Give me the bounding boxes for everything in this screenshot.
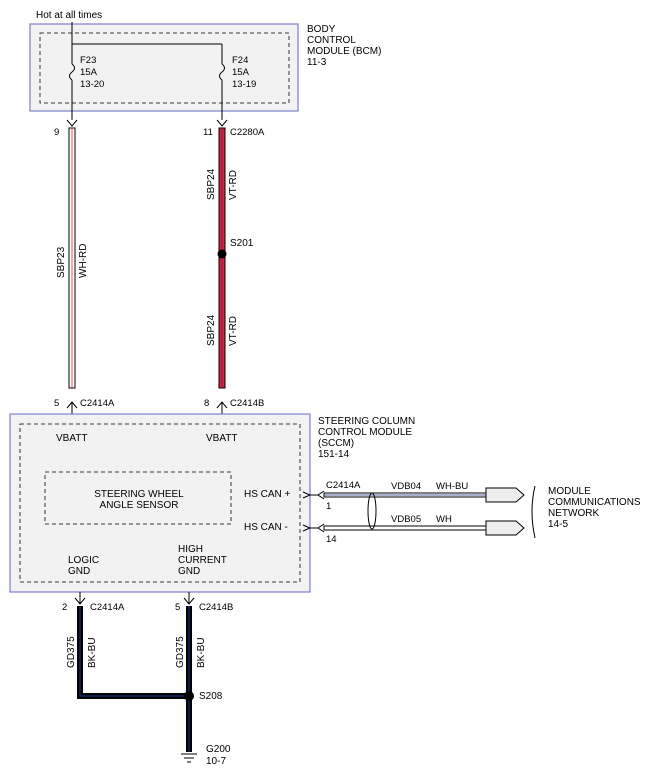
sbp24-color-label-lower: VT-RD xyxy=(228,316,239,346)
c2414a-top-label: C2414A xyxy=(80,398,115,409)
power-bus xyxy=(71,22,223,64)
c2414b-bottom-pin: 5 xyxy=(175,602,180,613)
ground-symbol-g200 xyxy=(181,753,197,763)
module-communications-network-label: MODULE COMMUNICATIONS NETWORK 14-5 xyxy=(548,486,641,530)
fuse-f23: F23 15A 13-20 xyxy=(69,55,104,120)
splice-s201 xyxy=(217,249,227,259)
svg-text:MODULE: MODULE xyxy=(548,486,591,497)
connector-c2414a-bottom xyxy=(74,592,86,605)
svg-text:GND: GND xyxy=(178,566,200,577)
vdb05-color-label: WH xyxy=(436,514,452,525)
c2280a-pin: 11 xyxy=(203,127,213,138)
fuse-f24: F24 15A 13-19 xyxy=(219,55,256,120)
sccm-module xyxy=(9,413,311,593)
sbp24-color-label-upper: VT-RD xyxy=(228,170,239,200)
c2414a-bottom-label: C2414A xyxy=(90,602,125,613)
sbp23-circuit-label: SBP23 xyxy=(56,246,67,278)
hot-at-all-times-label: Hot at all times xyxy=(36,10,102,21)
gd375-color-label-right: BK-BU xyxy=(196,637,207,668)
bcm-left-pin: 9 xyxy=(54,127,59,138)
ground-g200-label: G200 xyxy=(206,744,231,755)
vbatt-left-label: VBATT xyxy=(56,433,87,444)
svg-text:151-14: 151-14 xyxy=(318,449,350,460)
svg-text:GND: GND xyxy=(68,566,90,577)
svg-text:BODY: BODY xyxy=(307,24,336,35)
c2414b-top-label: C2414B xyxy=(230,398,264,409)
gd375-color-label-left: BK-BU xyxy=(87,637,98,668)
wire-sbp23 xyxy=(68,127,76,389)
gd375-circuit-label-right: GD375 xyxy=(175,636,186,668)
connector-c2280a xyxy=(216,119,228,127)
connector-c2414b-bottom xyxy=(183,592,195,605)
svg-text:CONTROL: CONTROL xyxy=(307,35,356,46)
vdb04-color-label: WH-BU xyxy=(436,481,468,492)
network-connector-minus xyxy=(485,520,525,536)
svg-text:13-19: 13-19 xyxy=(232,79,256,90)
splice-s208-label: S208 xyxy=(199,691,223,702)
svg-text:COMMUNICATIONS: COMMUNICATIONS xyxy=(548,497,641,508)
svg-text:MODULE (BCM): MODULE (BCM) xyxy=(307,46,381,57)
svg-text:14-5: 14-5 xyxy=(548,519,568,530)
steering-wheel-angle-sensor: STEERING WHEEL ANGLE SENSOR xyxy=(94,489,184,511)
svg-text:ANGLE SENSOR: ANGLE SENSOR xyxy=(100,500,179,511)
bcm-label: BODY CONTROL MODULE (BCM) 11-3 xyxy=(307,24,381,68)
wire-gd375-logic xyxy=(77,606,189,699)
svg-text:LOGIC: LOGIC xyxy=(68,555,99,566)
high-current-gnd-label: HIGH CURRENT GND xyxy=(178,544,227,577)
gd375-circuit-label-left: GD375 xyxy=(66,636,77,668)
can-bus xyxy=(302,490,487,533)
svg-text:15A: 15A xyxy=(232,67,250,78)
svg-text:CURRENT: CURRENT xyxy=(178,555,227,566)
c2414a-bottom-pin: 2 xyxy=(62,602,67,613)
bcm-module xyxy=(29,23,299,112)
c2280a-label: C2280A xyxy=(230,127,265,138)
hs-can-minus-label: HS CAN - xyxy=(244,522,288,533)
svg-text:13-20: 13-20 xyxy=(80,79,104,90)
splice-s208 xyxy=(184,691,194,701)
c2414b-bottom-label: C2414B xyxy=(199,602,233,613)
vdb04-circuit-label: VDB04 xyxy=(391,481,421,492)
ground-g200-ref: 10-7 xyxy=(206,756,226,767)
network-bracket xyxy=(531,485,536,539)
c2414b-top-pin: 8 xyxy=(204,398,209,409)
svg-text:NETWORK: NETWORK xyxy=(548,508,599,519)
connector-bcm-left xyxy=(66,119,78,127)
vdb05-circuit-label: VDB05 xyxy=(391,514,421,525)
svg-text:F24: F24 xyxy=(232,55,248,66)
svg-text:(SCCM): (SCCM) xyxy=(318,438,354,449)
can-pin-minus: 14 xyxy=(326,534,337,545)
c2414a-top-pin: 5 xyxy=(54,398,59,409)
splice-s201-label: S201 xyxy=(230,238,254,249)
svg-text:STEERING COLUMN: STEERING COLUMN xyxy=(318,416,415,427)
vbatt-right-label: VBATT xyxy=(206,433,237,444)
svg-text:STEERING WHEEL: STEERING WHEEL xyxy=(94,489,184,500)
svg-text:15A: 15A xyxy=(80,67,98,78)
svg-text:11-3: 11-3 xyxy=(307,57,327,68)
hs-can-plus-label: HS CAN + xyxy=(244,489,291,500)
sbp23-color-label: WH-RD xyxy=(78,244,89,278)
can-pin-plus: 1 xyxy=(326,501,331,512)
c2414a-can-label: C2414A xyxy=(326,480,361,491)
sbp24-circuit-label-upper: SBP24 xyxy=(206,168,217,200)
sccm-label: STEERING COLUMN CONTROL MODULE (SCCM) 15… xyxy=(318,416,415,460)
svg-text:F23: F23 xyxy=(80,55,96,66)
svg-text:HIGH: HIGH xyxy=(178,544,203,555)
network-connector-plus xyxy=(485,487,525,503)
svg-text:CONTROL MODULE: CONTROL MODULE xyxy=(318,427,412,438)
sbp24-circuit-label-lower: SBP24 xyxy=(206,314,217,346)
logic-gnd-label: LOGIC GND xyxy=(68,555,99,577)
